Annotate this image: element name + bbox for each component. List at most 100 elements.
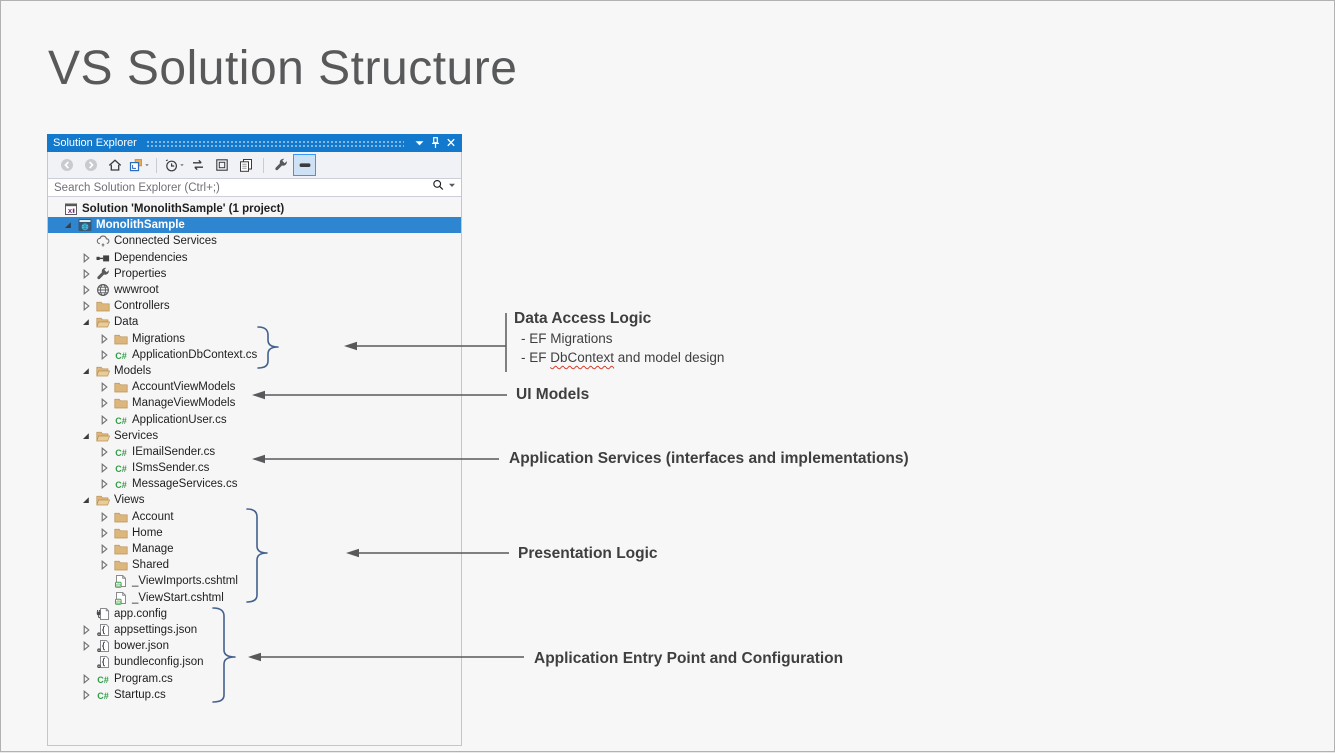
cshtml-icon: @: [113, 590, 129, 606]
tree-item-bower-json[interactable]: bower.json: [48, 638, 461, 654]
tree-item-home[interactable]: Home: [48, 525, 461, 541]
search-options-caret-icon[interactable]: [448, 177, 456, 198]
tree-item-manageviewmodels[interactable]: ManageViewModels: [48, 395, 461, 411]
expander-collapsed-icon[interactable]: [96, 460, 112, 476]
preview-selected-items-button[interactable]: [293, 154, 316, 176]
svg-text:C#: C#: [115, 448, 127, 458]
expander-spacer: [78, 654, 94, 670]
search-box[interactable]: Search Solution Explorer (Ctrl+;): [48, 178, 461, 197]
expander-collapsed-icon[interactable]: [78, 687, 94, 703]
forward-button[interactable]: [79, 154, 102, 176]
expander-collapsed-icon[interactable]: [96, 541, 112, 557]
folder-icon: [113, 525, 129, 541]
tree-item-services[interactable]: Services: [48, 428, 461, 444]
home-icon: [107, 157, 123, 173]
show-all-files-button[interactable]: [234, 154, 257, 176]
expander-collapsed-icon[interactable]: [96, 557, 112, 573]
tree-item-label: Data: [114, 316, 139, 329]
tree-item-migrations[interactable]: Migrations: [48, 331, 461, 347]
tree-item-label: ApplicationUser.cs: [132, 413, 227, 426]
annotation-title: Presentation Logic: [518, 545, 658, 562]
expander-collapsed-icon[interactable]: [96, 347, 112, 363]
tree-item-manage[interactable]: Manage: [48, 541, 461, 557]
tree-item-ismssender-cs[interactable]: C#ISmsSender.cs: [48, 460, 461, 476]
window-position-menu-icon[interactable]: [411, 135, 427, 151]
collapse-all-button[interactable]: [210, 154, 233, 176]
expander-collapsed-icon[interactable]: [96, 509, 112, 525]
tree-item-views[interactable]: Views: [48, 492, 461, 508]
tree-item-label: Solution 'MonolithSample' (1 project): [82, 203, 285, 216]
svg-text:@: @: [116, 583, 121, 589]
pin-icon[interactable]: [427, 135, 443, 151]
home-button[interactable]: [103, 154, 126, 176]
switch-views-button[interactable]: [127, 154, 150, 176]
expander-collapsed-icon[interactable]: [78, 298, 94, 314]
tree-item-connected-services[interactable]: Connected Services: [48, 233, 461, 249]
forward-icon: [83, 157, 99, 173]
expander-collapsed-icon[interactable]: [96, 444, 112, 460]
tree-item-appsettings-json[interactable]: appsettings.json: [48, 622, 461, 638]
tree-item-viewstart-cshtml[interactable]: @_ViewStart.cshtml: [48, 590, 461, 606]
solution-explorer-titlebar[interactable]: Solution Explorer: [47, 134, 462, 152]
search-icon[interactable]: [431, 177, 446, 198]
tree-item-controllers[interactable]: Controllers: [48, 298, 461, 314]
tree-item-label: app.config: [114, 607, 168, 620]
tree-item-viewimports-cshtml[interactable]: @_ViewImports.cshtml: [48, 573, 461, 589]
expander-collapsed-icon[interactable]: [96, 395, 112, 411]
tree-item-shared[interactable]: Shared: [48, 557, 461, 573]
expander-collapsed-icon[interactable]: [78, 638, 94, 654]
expander-collapsed-icon[interactable]: [96, 525, 112, 541]
annotation-title: Application Entry Point and Configuratio…: [534, 650, 844, 667]
tree-item-dependencies[interactable]: Dependencies: [48, 250, 461, 266]
expander-expanded-icon[interactable]: [60, 217, 76, 233]
csharp-icon: C#: [113, 476, 129, 492]
tree-item-applicationdbcontext-cs[interactable]: C#ApplicationDbContext.cs: [48, 347, 461, 363]
expander-collapsed-icon[interactable]: [96, 476, 112, 492]
tree-item-label: ISmsSender.cs: [132, 462, 210, 475]
expander-expanded-icon[interactable]: [78, 363, 94, 379]
pending-changes-filter-button[interactable]: [162, 154, 185, 176]
back-button[interactable]: [55, 154, 78, 176]
cloud-icon: [95, 233, 111, 249]
close-icon[interactable]: [443, 135, 459, 151]
tree-item-accountviewmodels[interactable]: AccountViewModels: [48, 379, 461, 395]
expander-collapsed-icon[interactable]: [96, 412, 112, 428]
tree-item-program-cs[interactable]: C#Program.cs: [48, 670, 461, 686]
properties-button[interactable]: [269, 154, 292, 176]
annotation-line: - EF DbContext and model design: [521, 350, 725, 365]
expander-expanded-icon[interactable]: [78, 492, 94, 508]
expander-collapsed-icon[interactable]: [96, 379, 112, 395]
tree-item-models[interactable]: Models: [48, 363, 461, 379]
switch-views-icon: [128, 157, 144, 173]
sync-with-active-document-button[interactable]: [186, 154, 209, 176]
expander-collapsed-icon[interactable]: [78, 622, 94, 638]
expander-collapsed-icon[interactable]: [78, 282, 94, 298]
json-icon: [95, 622, 111, 638]
tree-item-bundleconfig-json[interactable]: bundleconfig.json: [48, 654, 461, 670]
tree-item-applicationuser-cs[interactable]: C#ApplicationUser.cs: [48, 411, 461, 427]
tree-item-startup-cs[interactable]: C#Startup.cs: [48, 687, 461, 703]
tree-item-account[interactable]: Account: [48, 509, 461, 525]
expander-expanded-icon[interactable]: [78, 428, 94, 444]
folder-icon: [113, 541, 129, 557]
annotation-entry-point: Application Entry Point and Configuratio…: [534, 649, 843, 669]
tree-item-iemailsender-cs[interactable]: C# IEmailSender.cs: [48, 444, 461, 460]
tree-item-data[interactable]: Data: [48, 314, 461, 330]
expander-collapsed-icon[interactable]: [78, 671, 94, 687]
tree-item-messageservices-cs[interactable]: C#MessageServices.cs: [48, 476, 461, 492]
expander-collapsed-icon[interactable]: [78, 250, 94, 266]
tree-item-monolithsample[interactable]: MonolithSample: [48, 217, 461, 234]
wrench-icon: [95, 266, 111, 282]
json-icon: [95, 654, 111, 670]
tree-item-properties[interactable]: Properties: [48, 266, 461, 282]
expander-collapsed-icon[interactable]: [96, 331, 112, 347]
tree-item-label: IEmailSender.cs: [132, 445, 216, 458]
expander-expanded-icon[interactable]: [78, 314, 94, 330]
expander-collapsed-icon[interactable]: [78, 266, 94, 282]
tree-item-wwwroot[interactable]: wwwroot: [48, 282, 461, 298]
tree-item-label: Shared: [132, 559, 170, 572]
folder-icon: [113, 557, 129, 573]
tree-item-app-config[interactable]: app.config: [48, 606, 461, 622]
